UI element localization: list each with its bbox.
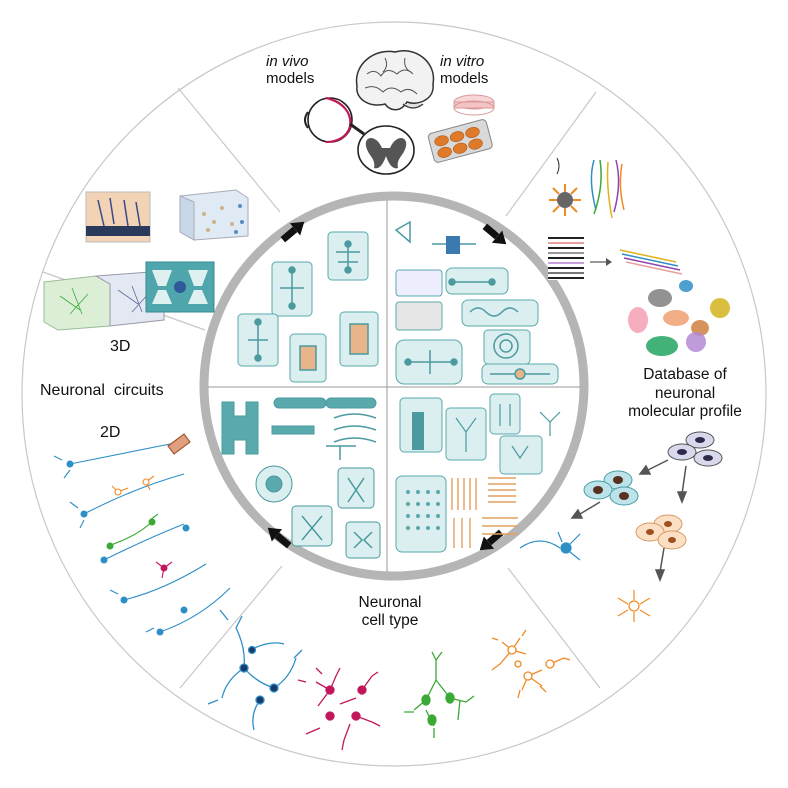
cell-culture-plate-icon — [427, 119, 493, 163]
eye-icon — [304, 96, 365, 144]
petri-dish-icon — [453, 94, 495, 116]
cell-type-line2: cell type — [361, 611, 419, 629]
aligned-reads — [619, 249, 683, 275]
database-line3: molecular profile — [628, 403, 742, 421]
3d-chip-device — [85, 191, 151, 243]
brain-icon — [355, 50, 435, 111]
cluster-scatter — [628, 280, 730, 356]
2d-network — [53, 433, 231, 636]
device-channels-br — [406, 404, 561, 548]
neuron-magenta-cluster — [297, 667, 381, 751]
database-line1: Database of — [643, 366, 727, 383]
in-vitro-prefix: in vitro — [440, 53, 485, 70]
label-3d: 3D — [110, 338, 131, 355]
blue-neuron-small — [519, 531, 581, 561]
database-label: Database of neuronal molecular profile — [610, 366, 760, 422]
arrow-top-left — [280, 221, 305, 243]
in-vivo-suffix: models — [266, 69, 315, 87]
cell-type-line1: Neuronal — [358, 594, 422, 611]
device-grid-tr — [395, 267, 559, 385]
spinal-cord-icon — [357, 125, 415, 175]
reads-arrow — [590, 258, 612, 266]
neuron-orange-cluster — [491, 629, 571, 699]
neuronal-circuits-title: Neuronal circuits — [40, 382, 164, 399]
3d-scaffold-device — [145, 261, 215, 313]
neuron-blue-cluster — [207, 609, 303, 731]
neuron-green-cluster — [404, 651, 475, 738]
muscle-target — [167, 433, 191, 455]
cell-differentiation-tree — [519, 431, 723, 622]
orange-neuron-small — [617, 590, 651, 622]
in-vitro-label: in vitro models — [440, 53, 489, 87]
inner-quadrant-lines — [208, 200, 580, 572]
reads-barcode — [548, 234, 584, 280]
sequencing-strands — [590, 159, 625, 219]
arrow-bottom-left — [267, 527, 292, 549]
arrow-top-right — [482, 223, 507, 245]
inner-ring — [199, 191, 589, 581]
in-vitro-suffix: models — [440, 69, 489, 87]
3d-cube-neurons — [179, 189, 249, 241]
label-2d: 2D — [100, 424, 121, 441]
cell-type-label: Neuronal cell type — [340, 594, 440, 630]
device-channels-bl — [301, 413, 377, 549]
device-channels-tl — [248, 240, 369, 371]
device-channels-tr — [394, 220, 550, 380]
in-vivo-prefix: in vivo — [266, 53, 309, 70]
molecule-probe-icon — [549, 157, 581, 216]
database-line2: neuronal — [654, 384, 716, 402]
in-vivo-label: in vivo models — [266, 53, 315, 87]
